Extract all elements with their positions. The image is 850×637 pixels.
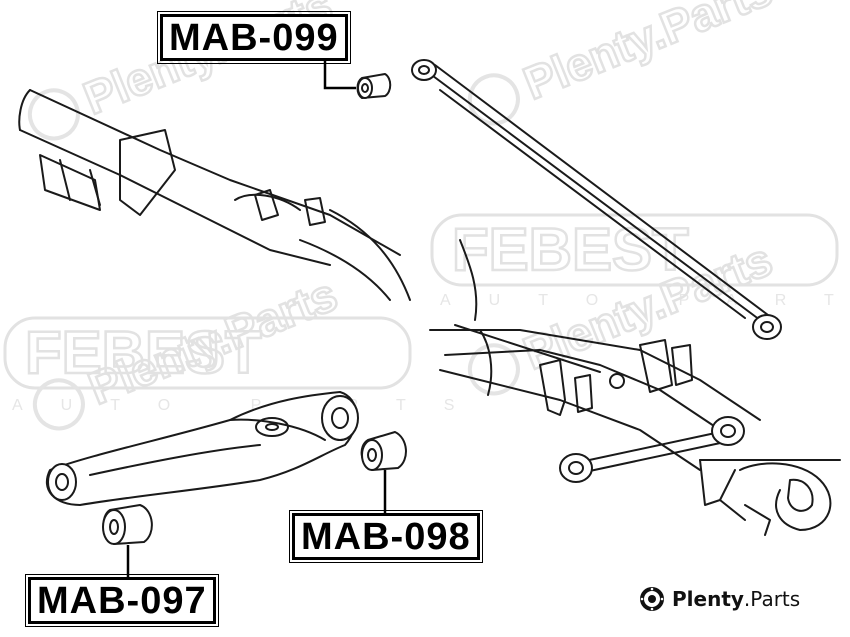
plenty-watermark-2: Plenty.Parts: [467, 0, 780, 126]
brand-name-bold: Plenty: [672, 587, 744, 611]
leader-mab-099: [323, 58, 356, 90]
febest-watermark-right: FEBEST AUTO PARTS: [430, 213, 850, 309]
upper-control-rod-drawing: [411, 59, 782, 340]
bushing-mab-097: [102, 504, 153, 545]
part-label-mab-097: MAB-097: [25, 574, 219, 627]
rear-axle-housing-drawing: [18, 89, 411, 301]
part-label-mab-099: MAB-099: [157, 11, 351, 64]
gear-disc-icon: [640, 587, 664, 611]
bushing-mab-098: [360, 431, 407, 471]
leader-lines: [126, 58, 387, 577]
svg-text:FEBEST: FEBEST: [25, 319, 262, 386]
part-label-mab-098: MAB-098: [289, 510, 483, 563]
rear-suspension-assembly-drawing: [429, 239, 841, 536]
svg-text:AUTO PARTS: AUTO PARTS: [440, 292, 850, 309]
plenty-parts-brand: Plenty.Parts: [638, 585, 800, 613]
lower-control-arm-drawing: [45, 391, 359, 506]
brand-name-rest: .Parts: [743, 587, 801, 611]
bushing-mab-099: [356, 73, 392, 99]
svg-text:Plenty.Parts: Plenty.Parts: [516, 0, 779, 109]
